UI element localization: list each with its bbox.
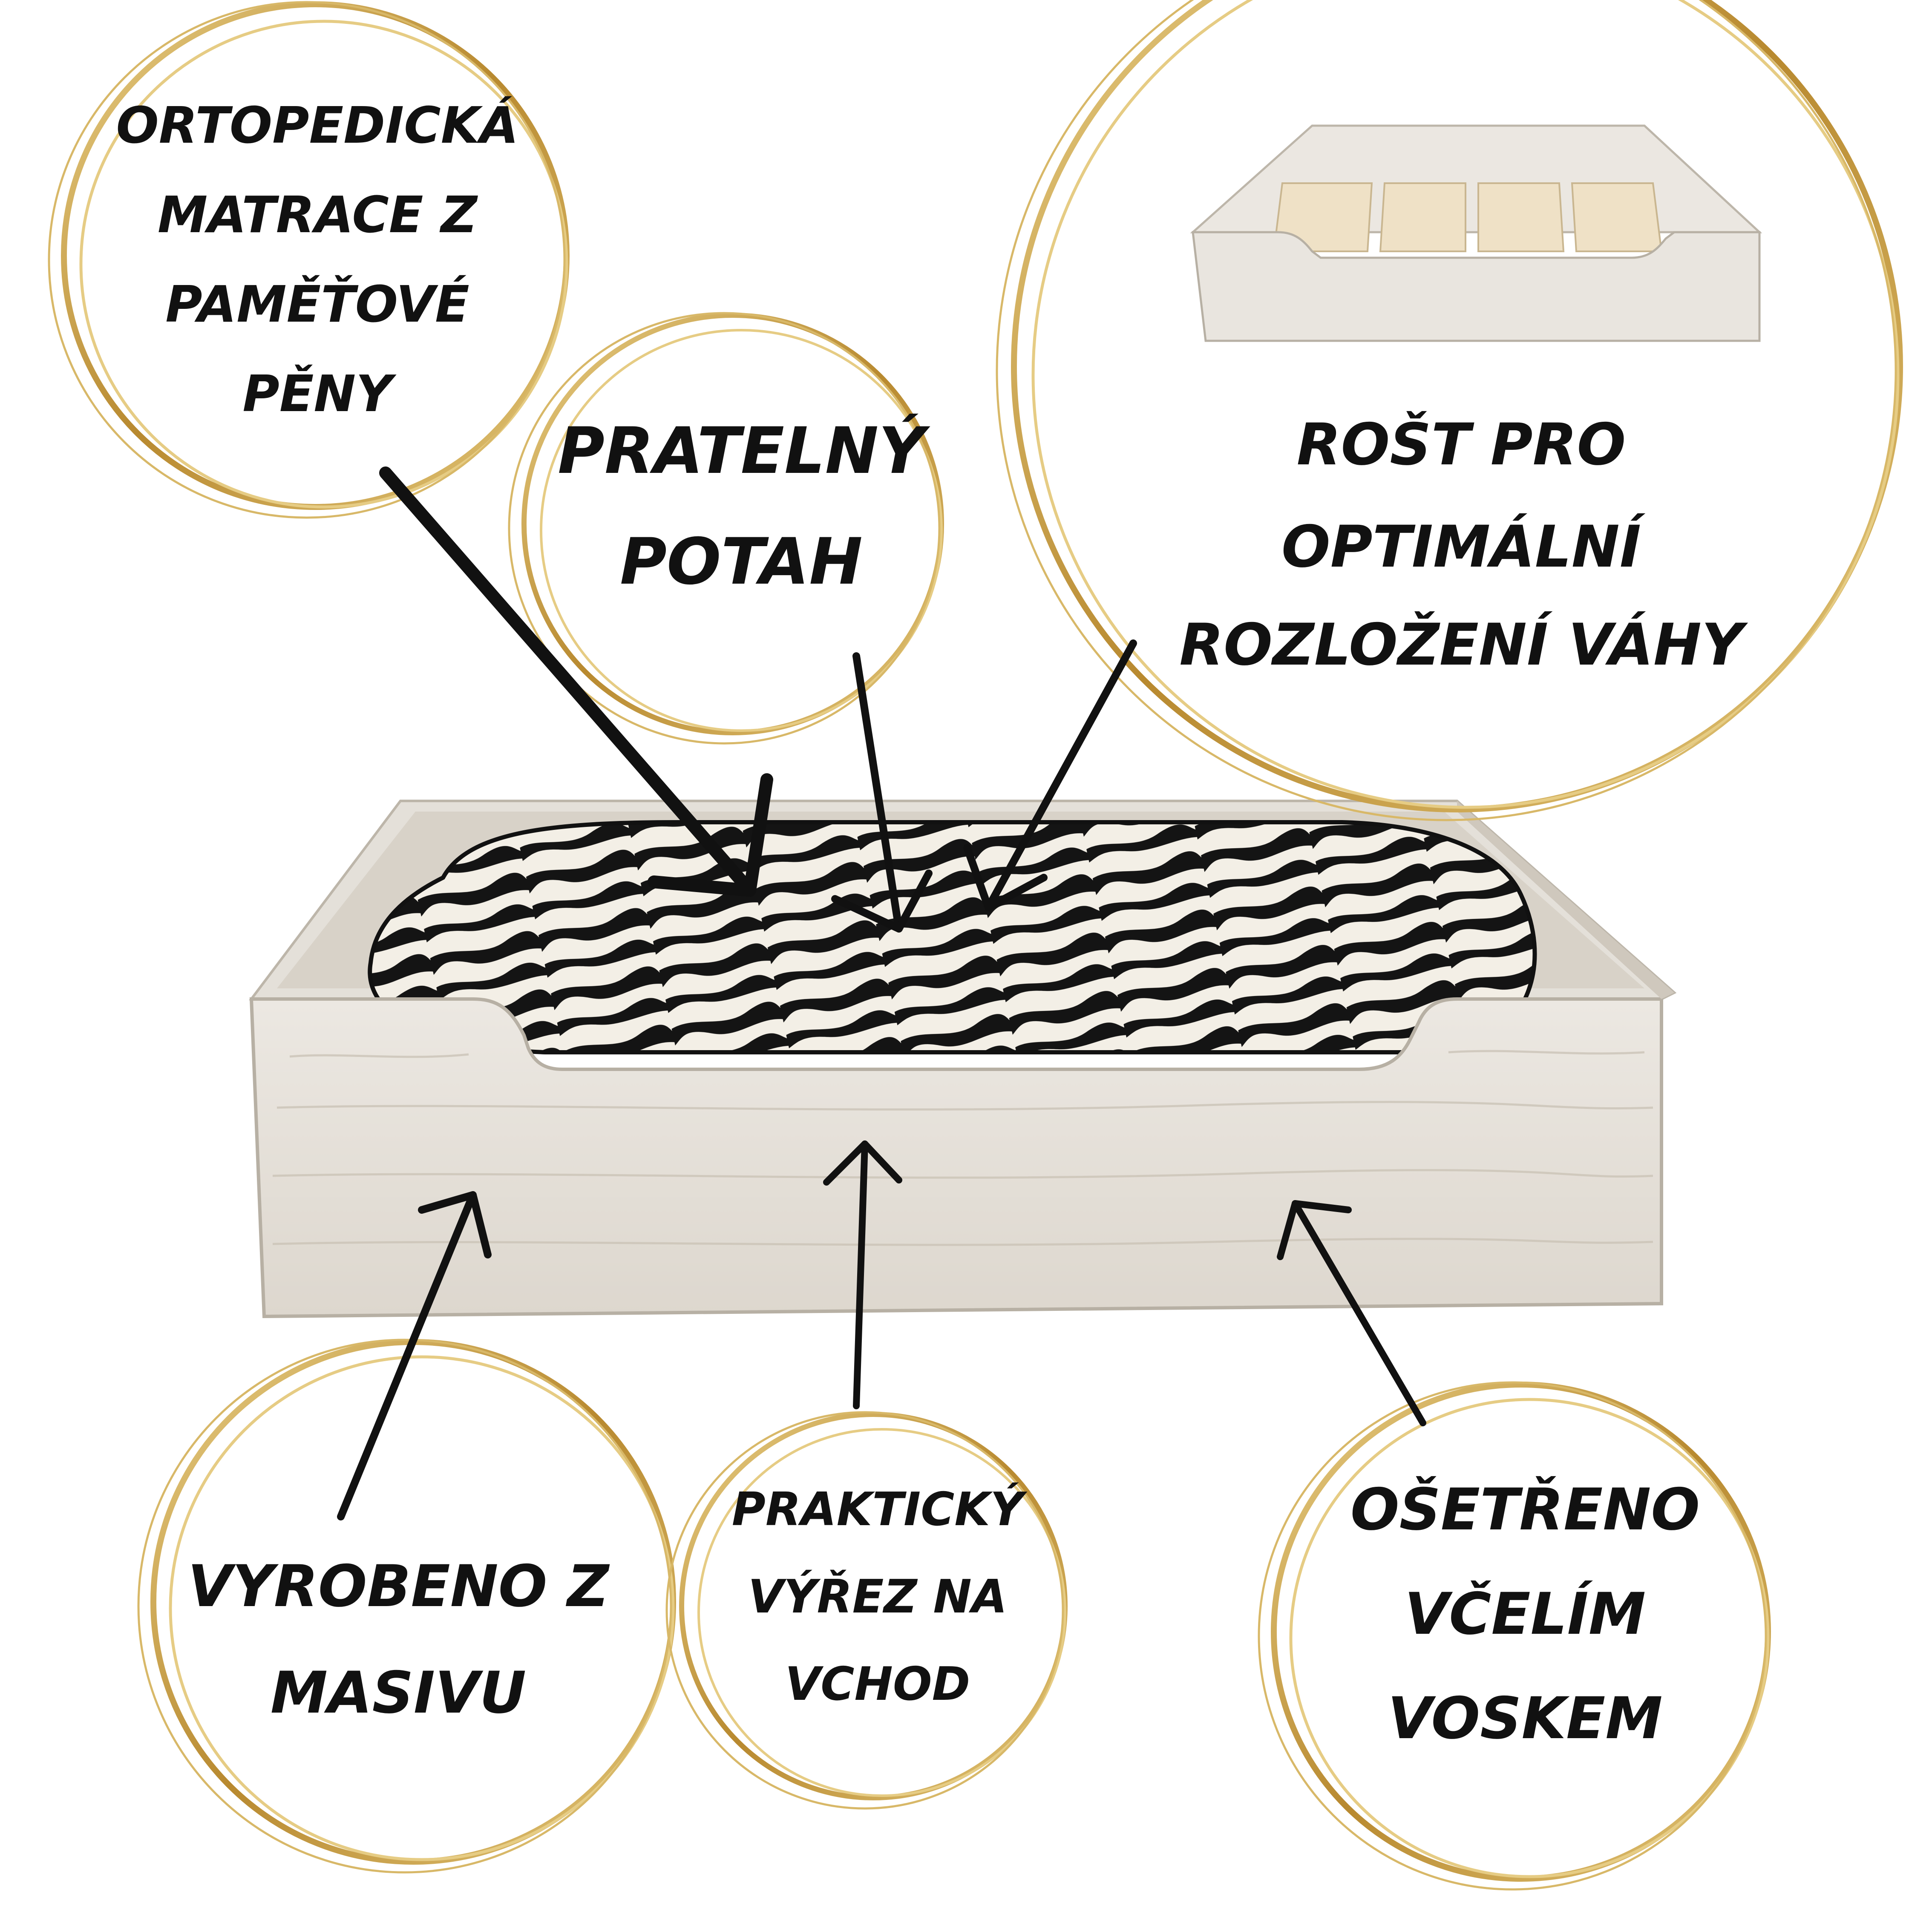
arrow-cover	[831, 652, 933, 933]
beeswax-line-2: VČELÍM	[1405, 1580, 1646, 1647]
cutout-line-1: PRAKTICKÝ	[732, 1482, 1028, 1536]
callout-solid-wood: VYROBENO Z MASIVU	[188, 1553, 610, 1726]
cutout-line-2: VÝŘEZ NA	[748, 1569, 1008, 1624]
arrows	[337, 466, 1426, 1520]
mattress-line-4: PĚNY	[242, 364, 397, 423]
slats-line-2: OPTIMÁLNÍ	[1281, 513, 1646, 580]
cover-line-2: POTAH	[620, 525, 863, 599]
solid-wood-line-1: VYROBENO Z	[188, 1553, 610, 1620]
wood-grain	[272, 1050, 1653, 1246]
zebra-cushion	[368, 820, 1537, 1054]
solid-wood-line-2: MASIVU	[271, 1659, 526, 1726]
callout-slats: ROŠT PRO OPTIMÁLNÍ ROZLOŽENÍ VÁHY	[1179, 411, 1748, 678]
gold-ring-cover	[508, 312, 944, 745]
arrow-slats	[963, 639, 1137, 911]
slat-frame-photo	[1190, 124, 1762, 342]
mattress-line-1: ORTOPEDICKÁ	[116, 96, 519, 155]
mattress-line-2: MATRACE Z	[158, 185, 478, 244]
slats-line-3: ROZLOŽENÍ VÁHY	[1179, 611, 1748, 678]
frame-front-wall	[1192, 231, 1761, 342]
gold-ring-cutout	[665, 1411, 1068, 1810]
dog-bed-photo	[248, 800, 1677, 1319]
arrow-beeswax	[1277, 1200, 1426, 1426]
gold-rings	[48, 0, 1903, 1891]
bed-front-wall	[249, 997, 1663, 1319]
cutout-line-3: VCHOD	[785, 1658, 970, 1711]
gold-ring-mattress	[48, 1, 570, 519]
arrow-cutout	[823, 1140, 902, 1409]
gold-ring-beeswax	[1258, 1381, 1771, 1891]
gold-ring-slats	[996, 0, 1903, 821]
beeswax-line-1: OŠETŘENO	[1350, 1476, 1700, 1543]
arrow-mattress	[379, 466, 773, 897]
callout-mattress: ORTOPEDICKÁ MATRACE Z PAMĚŤOVÉ PĚNY	[116, 96, 519, 423]
cover-line-1: PRATELNÝ	[558, 414, 930, 488]
mattress-line-3: PAMĚŤOVÉ	[165, 275, 469, 334]
slats-line-1: ROŠT PRO	[1297, 411, 1626, 478]
callout-cover: PRATELNÝ POTAH	[558, 414, 930, 599]
arrow-solid-wood	[337, 1191, 492, 1520]
beeswax-line-3: VOSKEM	[1388, 1685, 1662, 1752]
slats-grid	[1273, 182, 1663, 252]
bed-side-wall	[1457, 801, 1674, 999]
callout-cutout: PRAKTICKÝ VÝŘEZ NA VCHOD	[732, 1482, 1028, 1711]
callout-beeswax: OŠETŘENO VČELÍM VOSKEM	[1350, 1476, 1700, 1752]
